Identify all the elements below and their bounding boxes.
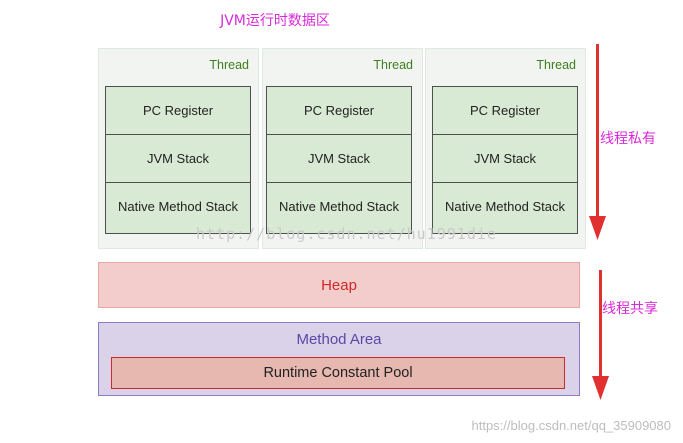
thread-label: Thread	[209, 58, 249, 72]
thread-stack: PC Register JVM Stack Native Method Stac…	[432, 86, 578, 234]
native-method-stack: Native Method Stack	[279, 199, 399, 214]
watermark-center: http://blog.csdn.net/hu1991die	[196, 225, 497, 243]
method-area-label: Method Area	[296, 331, 382, 348]
diagram-title: JVM运行时数据区	[220, 13, 330, 29]
thread-private-label: 线程私有	[600, 131, 656, 147]
jvm-stack: JVM Stack	[433, 135, 577, 183]
thread-box-3: Thread PC Register JVM Stack Native Meth…	[425, 48, 586, 249]
jvm-stack: JVM Stack	[106, 135, 250, 183]
pc-register: PC Register	[433, 87, 577, 135]
jvm-stack: JVM Stack	[267, 135, 411, 183]
watermark-footer: https://blog.csdn.net/qq_35909080	[471, 418, 672, 433]
heap-box: Heap	[98, 262, 580, 308]
thread-shared-label: 线程共享	[602, 301, 658, 317]
thread-private-arrow-icon	[589, 44, 606, 240]
thread-label: Thread	[536, 58, 576, 72]
thread-stack: PC Register JVM Stack Native Method Stac…	[105, 86, 251, 234]
native-method-stack: Native Method Stack	[445, 199, 565, 214]
thread-stack: PC Register JVM Stack Native Method Stac…	[266, 86, 412, 234]
runtime-constant-pool: Runtime Constant Pool	[111, 357, 565, 389]
native-method-stack: Native Method Stack	[118, 199, 238, 214]
thread-box-1: Thread PC Register JVM Stack Native Meth…	[98, 48, 259, 249]
thread-box-2: Thread PC Register JVM Stack Native Meth…	[262, 48, 423, 249]
pc-register: PC Register	[267, 87, 411, 135]
method-area-box: Method Area Runtime Constant Pool	[98, 322, 580, 396]
thread-shared-arrow-icon	[592, 270, 609, 400]
pc-register: PC Register	[106, 87, 250, 135]
thread-label: Thread	[373, 58, 413, 72]
